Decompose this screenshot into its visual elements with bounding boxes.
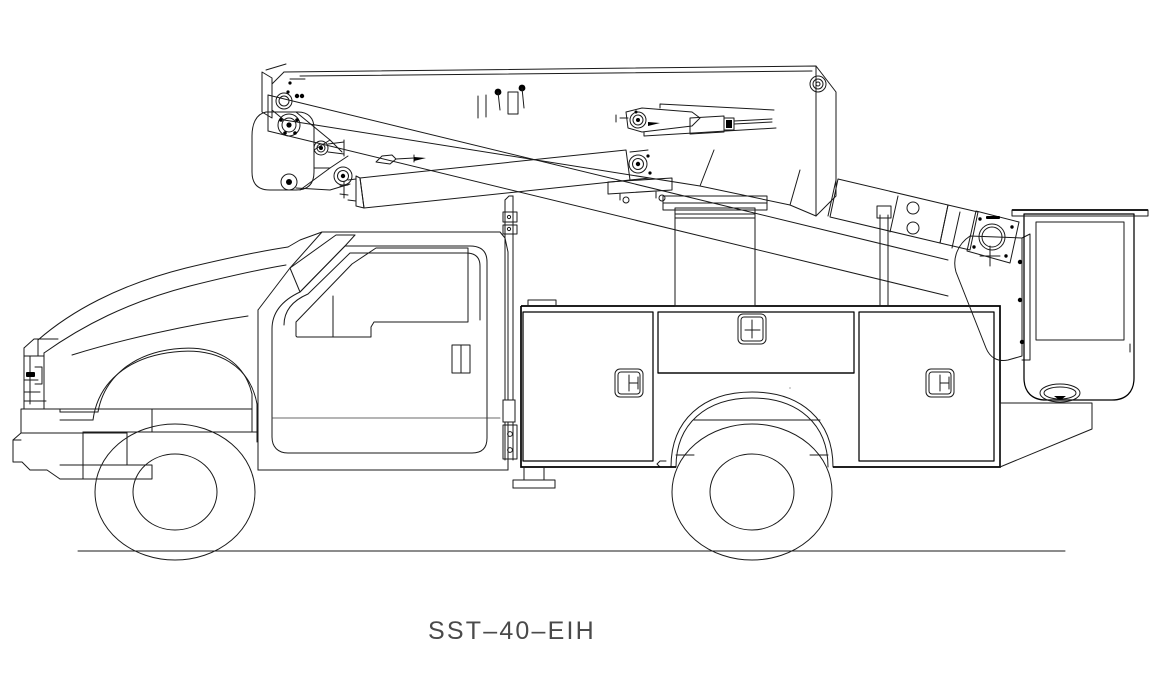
boom-elbow-assembly — [252, 64, 352, 190]
door-handle — [452, 345, 470, 373]
center-compartment-door[interactable] — [657, 311, 855, 374]
leveling-cylinder — [616, 104, 776, 136]
hood — [38, 232, 322, 356]
chassis-group — [13, 232, 833, 560]
boom-saddle — [608, 178, 672, 203]
cab-door — [272, 246, 487, 453]
rear-compartment-door[interactable] — [858, 311, 995, 462]
front-compartment-door[interactable] — [522, 311, 654, 462]
lower-boom — [272, 66, 836, 216]
bucket-mount-bracket — [955, 234, 1030, 361]
datum-crosshair-icon — [980, 246, 1000, 266]
bucket-top-rail — [1012, 209, 1148, 216]
work-platform-group — [955, 209, 1148, 402]
turret-pedestal — [663, 196, 767, 306]
a-pillar-trim — [290, 235, 355, 292]
boom-mid-fittings — [478, 84, 526, 118]
bucket — [1023, 213, 1135, 401]
service-body-shell — [520, 305, 1001, 468]
front-wheel — [95, 424, 255, 560]
boom-support-post-rear — [877, 206, 891, 306]
rear-wheel — [672, 424, 832, 560]
upper-boom — [268, 95, 1019, 388]
rear-fender-flare — [657, 392, 833, 467]
door-window — [296, 248, 468, 337]
body-top-lip — [528, 300, 556, 306]
rear-platform — [1000, 403, 1092, 467]
bucket-drain-ring — [1040, 384, 1080, 402]
front-fender — [44, 348, 257, 479]
rear-compartment-latch[interactable] — [926, 369, 954, 397]
cab-shell — [252, 232, 508, 470]
front-compartment-latch[interactable] — [615, 369, 643, 397]
headlight-lamp — [26, 372, 35, 377]
service-body-group — [520, 300, 1092, 468]
center-compartment-latch[interactable] — [738, 314, 766, 344]
boom-rest-post-front — [502, 196, 517, 460]
lift-cylinder — [340, 150, 652, 208]
outrigger-assembly — [513, 467, 555, 488]
drawing-caption: SST‒40‒EIH — [428, 617, 596, 645]
grille-and-headlight — [24, 339, 58, 409]
